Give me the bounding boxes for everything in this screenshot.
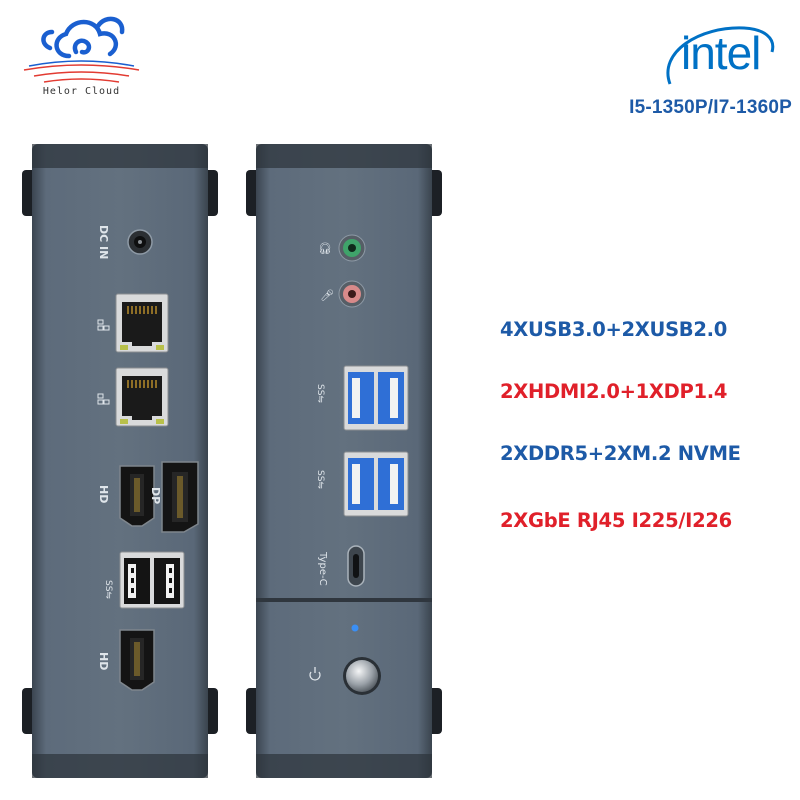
microphone-jack[interactable] xyxy=(338,280,366,308)
lan-port-1[interactable] xyxy=(115,293,169,353)
hd-label-1: HD xyxy=(97,485,110,504)
dp-label: DP xyxy=(149,487,162,505)
front-split-line xyxy=(256,598,432,602)
cpu-models-text: I5-1350P/I7-1360P xyxy=(629,97,792,118)
front-panel: 🎧︎ 🎤︎ SS⇋ SS⇋ xyxy=(246,144,442,778)
usb3-icon-1: SS⇋ xyxy=(315,384,325,403)
microphone-icon: 🎤︎ xyxy=(320,289,334,302)
brand-logo-icon xyxy=(23,16,140,83)
hdmi-port-1[interactable] xyxy=(119,465,155,527)
power-icon xyxy=(309,667,321,681)
usb-icon: SS⇋ xyxy=(103,580,113,599)
network-icon xyxy=(97,319,110,405)
power-button[interactable] xyxy=(343,657,381,695)
usb2-ports[interactable] xyxy=(119,551,185,609)
spec-usb: 4XUSB3.0+2XUSB2.0 xyxy=(500,318,728,341)
headphone-icon: 🎧︎ xyxy=(318,242,332,255)
intel-logo-icon xyxy=(666,26,775,85)
dc-in-label: DC IN xyxy=(97,225,110,260)
usb3-ports-1[interactable] xyxy=(343,365,409,431)
rear-panel: SS⇋ xyxy=(22,144,218,778)
power-led xyxy=(351,624,359,632)
brand-logo-text: Helor Cloud xyxy=(42,86,121,97)
hdmi-port-2[interactable] xyxy=(119,629,155,691)
usb-typec-port[interactable] xyxy=(347,545,365,587)
spec-memory: 2XDDR5+2XM.2 NVME xyxy=(500,442,741,465)
usb3-ports-2[interactable] xyxy=(343,451,409,517)
typec-label: Type-C xyxy=(317,552,328,586)
intel-wordmark: intel xyxy=(681,27,761,79)
displayport-port[interactable] xyxy=(161,461,199,533)
usb3-icon-2: SS⇋ xyxy=(315,470,325,489)
lan-port-2[interactable] xyxy=(115,367,169,427)
spec-display: 2XHDMI2.0+1XDP1.4 xyxy=(500,380,728,403)
spec-network: 2XGbE RJ45 I225/I226 xyxy=(500,509,732,532)
hd-label-2: HD xyxy=(97,652,110,671)
headphone-jack[interactable] xyxy=(338,234,366,262)
